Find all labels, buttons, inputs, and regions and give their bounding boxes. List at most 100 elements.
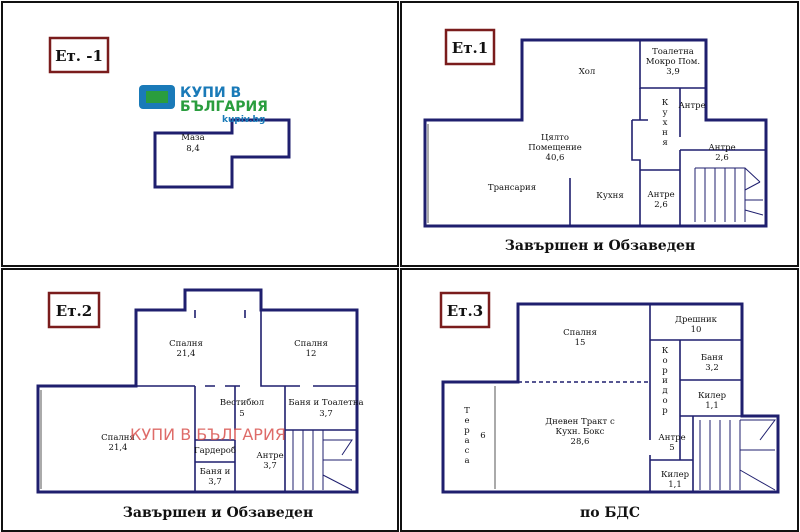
room-area: 1,1 xyxy=(705,401,719,411)
room-area: 2,6 xyxy=(654,200,668,210)
vertical-letter: у xyxy=(662,108,667,118)
logo-line-2: БЪЛГАРИЯ xyxy=(180,99,268,115)
floor-tag: Ет.2 xyxy=(56,302,92,320)
corridor-vertical-label: К о р и д о р xyxy=(662,346,669,416)
inner-wall xyxy=(194,310,357,387)
floor-tag-box xyxy=(444,28,496,66)
room-name: Цялто xyxy=(541,133,569,143)
staircase xyxy=(292,430,353,491)
stair-turn xyxy=(695,167,764,222)
room-area: 2,6 xyxy=(715,153,729,163)
outer-wall xyxy=(423,38,642,228)
stair-turn xyxy=(739,419,776,491)
outer-wall xyxy=(441,302,695,494)
room-name: Помещение xyxy=(528,143,581,153)
inner-wall xyxy=(194,386,236,492)
room-area: 3,7 xyxy=(319,409,333,419)
floor-tag-box xyxy=(48,36,110,74)
vertical-letter: с xyxy=(465,446,470,456)
vertical-letter: К xyxy=(662,98,669,108)
panel-floor-3-frame xyxy=(400,268,799,532)
room-bedroom: Спалня xyxy=(169,339,203,349)
vertical-letter: о xyxy=(662,356,667,366)
room-name: Маза xyxy=(181,133,204,143)
room-antre: Антре xyxy=(658,433,685,443)
watermark-text: КУПИ В БЪЛГАРИЯ xyxy=(130,425,286,444)
kitchen-vertical-label: К у х н я xyxy=(662,98,669,148)
room-bath: Баня xyxy=(701,353,723,363)
room-antre: Антре xyxy=(678,101,705,111)
room-kiler: Килер xyxy=(698,391,727,401)
vertical-letter: а xyxy=(464,436,469,446)
room-area: 21,4 xyxy=(109,443,128,453)
room-area: 8,4 xyxy=(186,144,200,154)
room-area: 5 xyxy=(239,409,244,419)
floor-tag-box xyxy=(47,291,101,329)
vertical-letter: р xyxy=(662,366,668,376)
vertical-letter: р xyxy=(464,426,470,436)
vertical-letter: Т xyxy=(464,406,470,416)
room-bath: Баня и xyxy=(200,467,231,477)
staircase xyxy=(699,419,776,491)
room-area: 1,1 xyxy=(668,480,682,490)
vertical-letter: е xyxy=(464,416,469,426)
inner-wall xyxy=(650,339,742,460)
vertical-letter: о xyxy=(662,396,667,406)
floor-tag: Ет. -1 xyxy=(55,47,103,65)
room-hall: Хол xyxy=(579,67,596,77)
room-kiler: Килер xyxy=(661,470,690,480)
room-area: 15 xyxy=(575,338,586,348)
room-area: 3,7 xyxy=(208,477,222,487)
room-toilet: Мокро Пом. xyxy=(646,57,700,67)
room-day-zone: Кухн. Бокс xyxy=(556,427,605,437)
floor-tag: Ет.3 xyxy=(447,302,483,320)
vertical-letter: х xyxy=(663,118,668,128)
floor-status: Завършен и Обзаведен xyxy=(505,238,695,254)
room-area: 12 xyxy=(306,349,317,359)
stair-step xyxy=(699,420,741,490)
vertical-letter: и xyxy=(662,376,668,386)
stair-step xyxy=(694,168,736,222)
room-antre: Антре xyxy=(708,143,735,153)
room-area: 6 xyxy=(480,431,485,441)
vertical-letter: р xyxy=(662,406,668,416)
vertical-letter: н xyxy=(662,128,668,138)
logo-url: kupiv.bg xyxy=(222,115,265,125)
room-bedroom: Спалня xyxy=(101,433,135,443)
panel-floor-1-frame xyxy=(400,1,799,267)
room-area: 10 xyxy=(691,325,702,335)
room-area: 3,9 xyxy=(666,67,680,77)
logo-line-1: КУПИ В xyxy=(180,85,241,101)
panel-floor-2-frame xyxy=(1,268,399,532)
room-area: 5 xyxy=(669,443,674,453)
room-day-zone: Дневен Тракт с xyxy=(545,417,615,427)
panel-floor-m1: Ет. -1 Маза 8,4 КУПИ В БЪЛГАРИЯ kupiv.bg xyxy=(48,36,291,189)
vertical-letter: К xyxy=(662,346,669,356)
panel-floor-3: Ет.3 Спалня 15 Дрешник 10 К о р и д о р … xyxy=(439,291,780,521)
staircase xyxy=(694,167,764,222)
room-area: 3,7 xyxy=(263,461,277,471)
kitchen-wall xyxy=(631,88,648,226)
outer-wall xyxy=(520,38,768,228)
inner-wall xyxy=(650,416,694,492)
room-toilet: Тоалетна xyxy=(652,47,694,57)
room-antre: Антре xyxy=(256,451,283,461)
floor-tag: Ет.1 xyxy=(452,39,488,57)
panel-floor-1: Ет.1 Хол Цялто Помещение 40,6 Трансария … xyxy=(423,28,768,254)
inner-wall xyxy=(284,386,357,492)
room-terrace: Трансария xyxy=(488,183,536,193)
terrace-vertical-label: Т е р а с а xyxy=(464,406,470,466)
room-drenik: Дрешник xyxy=(675,315,718,325)
room-area: 40,6 xyxy=(546,153,565,163)
brand-logo: КУПИ В БЪЛГАРИЯ kupiv.bg xyxy=(139,85,268,125)
panel-floor-m1-frame xyxy=(1,1,399,267)
room-bath-toilet: Баня и Тоалетна xyxy=(288,398,363,408)
vertical-letter: д xyxy=(662,386,667,396)
room-bedroom: Спалня xyxy=(563,328,597,338)
basement-outline xyxy=(153,118,291,189)
brand-logo-mark xyxy=(146,91,168,103)
room-bedroom: Спалня xyxy=(294,339,328,349)
outer-wall xyxy=(36,288,359,494)
room-area: 3,2 xyxy=(705,363,719,373)
